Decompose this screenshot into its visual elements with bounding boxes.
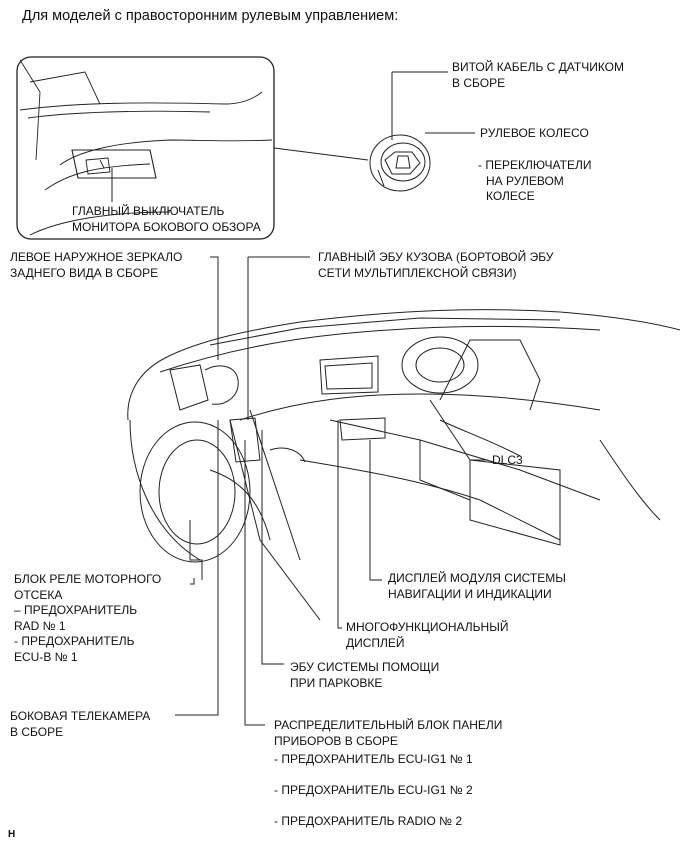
label-side-camera: БОКОВАЯ ТЕЛЕКАМЕРА В СБОРЕ: [10, 709, 151, 739]
label-fuse-ig1-2: - ПРЕДОХРАНИТЕЛЬ ECU-IG1 № 2: [274, 783, 473, 797]
label-dlc3: DLC3: [492, 453, 523, 467]
label-junction-block: РАСПРЕДЕЛИТЕЛЬНЫЙ БЛОК ПАНЕЛИ ПРИБОРОВ В…: [274, 718, 503, 748]
label-parking-ecu: ЭБУ СИСТЕМЫ ПОМОЩИ ПРИ ПАРКОВКЕ: [290, 660, 440, 690]
label-fuse-ig1-1: - ПРЕДОХРАНИТЕЛЬ ECU-IG1 № 1: [274, 752, 473, 766]
label-multi-display: МНОГОФУНКЦИОНАЛЬНЫЙ ДИСПЛЕЙ: [346, 620, 509, 650]
label-fuse-radio2: - ПРЕДОХРАНИТЕЛЬ RADIO № 2: [274, 814, 463, 828]
label-main-switch: ГЛАВНЫЙ ВЫКЛЮЧАТЕЛЬ МОНИТОРА БОКОВОГО ОБ…: [72, 204, 261, 234]
leader-inset-to-wheel: [273, 147, 369, 161]
steering-wheel-drawing: [369, 71, 475, 192]
footnote: H: [8, 829, 16, 840]
car-interior-sketch: [127, 309, 681, 621]
label-spiral-cable: ВИТОЙ КАБЕЛЬ С ДАТЧИКОМ В СБОРЕ: [452, 60, 625, 90]
inset-interior-sketch: [19, 59, 273, 236]
label-nav-display: ДИСПЛЕЙ МОДУЛЯ СИСТЕМЫ НАВИГАЦИИ И ИНДИК…: [388, 571, 566, 601]
page-title: Для моделей с правосторонним рулевым упр…: [22, 8, 399, 24]
label-left-mirror: ЛЕВОЕ НАРУЖНОЕ ЗЕРКАЛО ЗАДНЕГО ВИДА В СБ…: [10, 250, 183, 280]
label-steering-switches: - ПЕРЕКЛЮЧАТЕЛИ НА РУЛЕВОМ КОЛЕСЕ: [478, 158, 592, 203]
label-relay-block: БЛОК РЕЛЕ МОТОРНОГО ОТСЕКА – ПРЕДОХРАНИТ…: [14, 572, 162, 664]
label-steering-wheel: РУЛЕВОЕ КОЛЕСО: [480, 126, 589, 140]
label-body-ecu: ГЛАВНЫЙ ЭБУ КУЗОВА (БОРТОВОЙ ЭБУ СЕТИ МУ…: [318, 250, 554, 280]
leader-lines: [175, 256, 488, 726]
